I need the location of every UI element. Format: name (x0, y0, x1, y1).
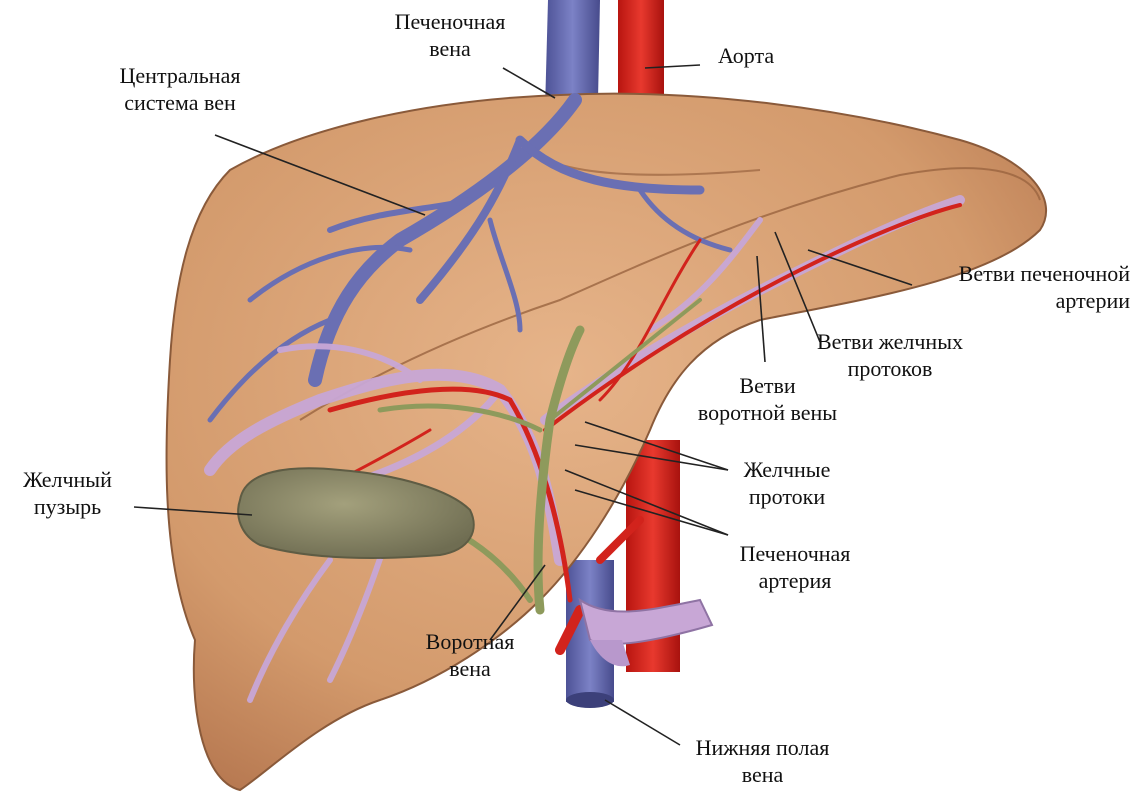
label-gallbladder: Желчный пузырь (0, 466, 135, 520)
label-hepatic-vein-line2: вена (370, 35, 530, 62)
label-gallbladder-line2: пузырь (0, 493, 135, 520)
label-hepatic-artery-line1: Печеночная (715, 540, 875, 567)
label-hepatic-artery-line2: артерия (715, 567, 875, 594)
leader-inferior-vena-cava (605, 700, 680, 745)
label-portal-vein-branches-line1: Ветви (670, 372, 865, 399)
label-inferior-vena-cava-line1: Нижняя полая (670, 734, 855, 761)
label-portal-vein-branches-line2: воротной вены (670, 399, 865, 426)
label-portal-vein-branches: Ветви воротной вены (670, 372, 865, 426)
label-gallbladder-line1: Желчный (0, 466, 135, 493)
label-hepatic-artery-branches-line1: Ветви печеночной (880, 260, 1130, 287)
label-inferior-vena-cava: Нижняя полая вена (670, 734, 855, 788)
label-central-vein-system-line2: система вен (85, 89, 275, 116)
label-bile-duct-branches-line1: Ветви желчных (790, 328, 990, 355)
inferior-vena-cava-opening (566, 692, 614, 708)
label-inferior-vena-cava-line2: вена (670, 761, 855, 788)
label-bile-ducts-line1: Желчные (722, 456, 852, 483)
label-hepatic-vein: Печеночная вена (370, 8, 530, 62)
label-hepatic-artery: Печеночная артерия (715, 540, 875, 594)
label-hepatic-artery-branches-line2: артерии (880, 287, 1130, 314)
label-hepatic-artery-branches: Ветви печеночной артерии (880, 260, 1130, 314)
label-bile-ducts-line2: протоки (722, 483, 852, 510)
label-hepatic-vein-line1: Печеночная (370, 8, 530, 35)
label-portal-vein-line1: Воротная (405, 628, 535, 655)
label-portal-vein: Воротная вена (405, 628, 535, 682)
label-bile-ducts: Желчные протоки (722, 456, 852, 510)
label-central-vein-system-line1: Центральная (85, 62, 275, 89)
label-central-vein-system: Центральная система вен (85, 62, 275, 116)
label-aorta: Аорта (718, 42, 774, 69)
label-aorta-line1: Аорта (718, 42, 774, 69)
label-portal-vein-line2: вена (405, 655, 535, 682)
